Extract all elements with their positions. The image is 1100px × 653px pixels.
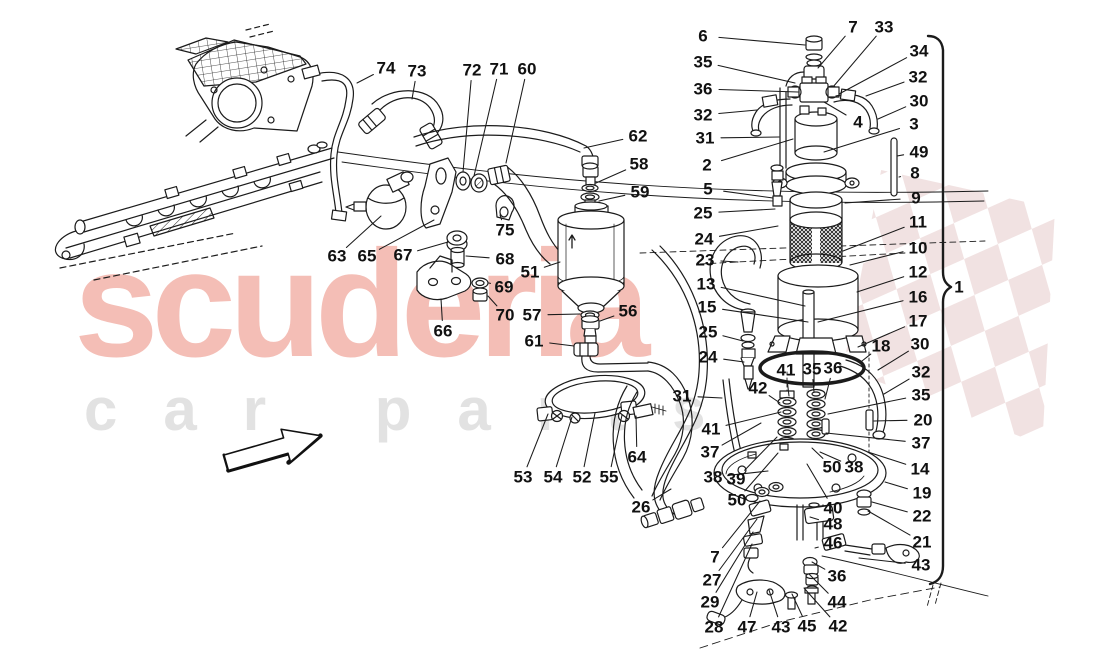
clamp-75 bbox=[495, 195, 515, 221]
fuel-pump bbox=[750, 35, 898, 388]
tank-flange-plate bbox=[713, 438, 887, 516]
tank-outline bbox=[699, 555, 989, 649]
hose-60 bbox=[487, 164, 563, 265]
fuel-rail bbox=[54, 141, 335, 281]
group-bracket bbox=[926, 34, 953, 586]
watermark-brand: scuderia bbox=[74, 219, 650, 389]
regulator-bracket bbox=[416, 157, 489, 302]
hose-23 bbox=[709, 235, 762, 390]
hose-73 bbox=[358, 90, 444, 150]
hose-30 bbox=[839, 359, 887, 440]
filter-clamp bbox=[536, 374, 667, 424]
engine-plenum bbox=[175, 23, 314, 143]
leader-lines bbox=[345, 35, 911, 618]
pressure-regulator bbox=[345, 171, 414, 230]
fuel-filter bbox=[557, 162, 649, 373]
sender-fittings bbox=[706, 481, 920, 626]
direction-arrow-icon bbox=[222, 428, 323, 473]
hoses-to-tank bbox=[612, 245, 745, 529]
hose-74 bbox=[301, 64, 354, 222]
